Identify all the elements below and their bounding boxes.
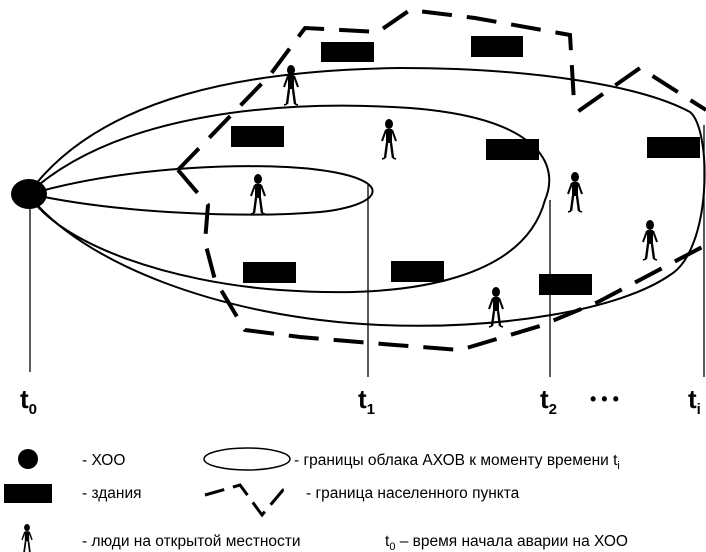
building [231, 126, 284, 147]
building [486, 139, 539, 160]
legend-people-label: - люди на открытой местности [82, 533, 301, 550]
time-label-t1: t1 [358, 384, 375, 418]
building [471, 36, 523, 57]
time-labels: t0 t1 t2 • • • ti [20, 384, 701, 418]
cloud-boundary-t1 [29, 165, 374, 216]
legend-source-icon [18, 449, 38, 469]
cloud-boundary-t2 [26, 104, 551, 294]
legend-settlement-icon [204, 483, 289, 518]
settlement-boundary [176, 7, 706, 353]
legend-cloud-icon [203, 447, 291, 471]
time-label-t0: t0 [20, 384, 37, 418]
time-label-t2: t2 [540, 384, 557, 418]
legend-person-icon [21, 523, 33, 552]
person-icon [282, 63, 300, 107]
legend-t0-definition: t0 – время начала аварии на ХОО [385, 533, 628, 552]
hazard-source [11, 179, 47, 209]
time-label-ti: ti [688, 384, 701, 418]
legend-building-icon [4, 484, 52, 503]
building [647, 137, 700, 158]
person-icon [249, 172, 267, 216]
building [243, 262, 296, 283]
building [539, 274, 592, 295]
legend-cloud-label: - границы облака АХОВ к моменту времени … [294, 452, 620, 472]
legend-settlement-label: - граница населенного пункта [306, 485, 520, 502]
person-icon [380, 117, 398, 161]
person-icon [641, 218, 659, 262]
legend-buildings-label: - здания [82, 485, 142, 502]
building [321, 42, 374, 62]
legend-source-label: - ХОО [82, 452, 125, 469]
building [391, 261, 444, 282]
legend: - ХОО - границы облака АХОВ к моменту вр… [4, 447, 628, 552]
time-lines [29, 125, 705, 377]
time-ellipsis: • • • [590, 389, 619, 409]
people [249, 63, 659, 329]
cloud-boundaries [26, 66, 706, 327]
person-icon [566, 170, 584, 214]
buildings [231, 36, 700, 295]
